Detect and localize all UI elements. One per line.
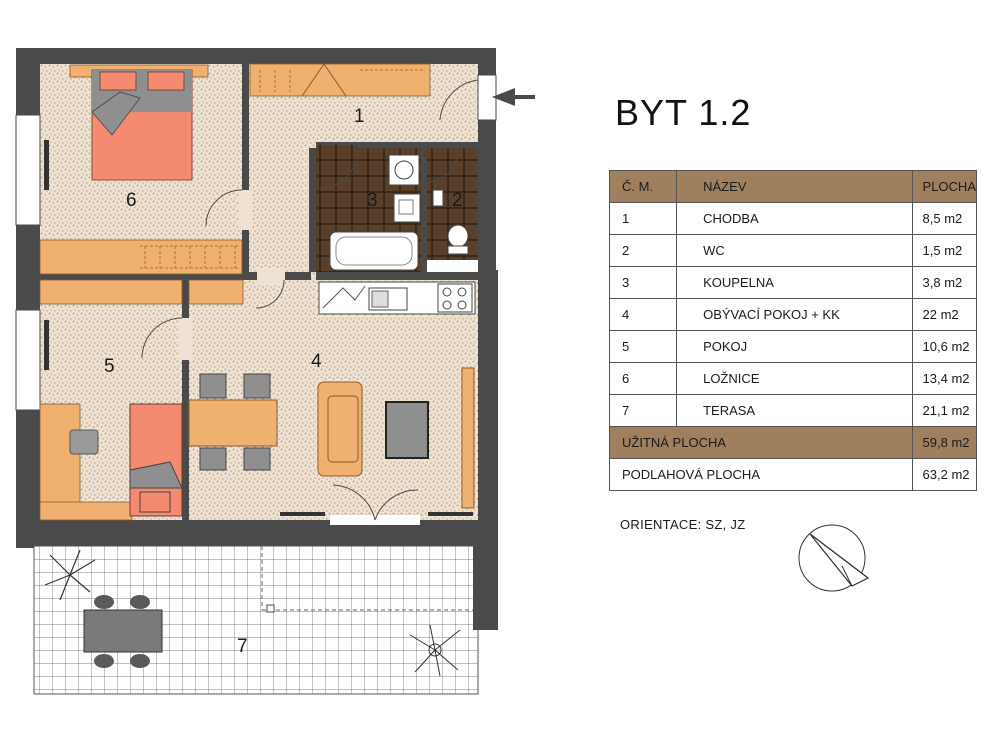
room-label-1: 1 [354, 106, 365, 127]
row-num: 2 [608, 234, 678, 267]
row-num: 7 [608, 394, 678, 427]
floor-area-row: PODLAHOVÁ PLOCHA 63,2 m2 [609, 458, 978, 491]
row-area: 22 m2 [911, 298, 978, 331]
row-area: 10,6 m2 [911, 330, 978, 363]
row-name: OBÝVACÍ POKOJ + KK [676, 298, 913, 331]
header-name: NÁZEV [676, 170, 913, 203]
row-name: KOUPELNA [676, 266, 913, 299]
table-row: 6 LOŽNICE 13,4 m2 [608, 362, 978, 395]
row-name: POKOJ [676, 330, 913, 363]
row-area: 3,8 m2 [911, 266, 978, 299]
row-name: WC [676, 234, 913, 267]
bathroom-fixtures [329, 154, 421, 271]
header-num: Č. M. [608, 170, 678, 203]
room-5-furniture [39, 279, 183, 521]
north-arrow-icon [798, 524, 870, 592]
orientation-label: ORIENTACE: SZ, JZ [620, 517, 746, 532]
floor-area-value: 63,2 m2 [911, 458, 978, 491]
room-label-7: 7 [237, 636, 248, 657]
room-labels: 1 2 3 4 5 6 7 [104, 106, 463, 657]
row-num: 6 [608, 362, 678, 395]
row-name: TERASA [676, 394, 913, 427]
wc-fixtures [427, 189, 478, 272]
room-label-4: 4 [311, 351, 322, 372]
plant-icon [44, 549, 96, 601]
room-table: Č. M. NÁZEV PLOCHA 1 CHODBA 8,5 m2 2 WC … [608, 170, 978, 491]
terrace [33, 545, 498, 695]
kitchen-counter [318, 281, 476, 315]
usable-area-label: UŽITNÁ PLOCHA [609, 426, 913, 459]
row-num: 1 [608, 202, 678, 235]
floor-area-label: PODLAHOVÁ PLOCHA [609, 458, 913, 491]
header-area: PLOCHA [911, 170, 978, 203]
row-area: 8,5 m2 [911, 202, 978, 235]
row-area: 1,5 m2 [911, 234, 978, 267]
room-label-2: 2 [452, 190, 463, 211]
entry-arrow-icon [492, 88, 535, 106]
row-area: 13,4 m2 [911, 362, 978, 395]
table-row: 7 TERASA 21,1 m2 [608, 394, 978, 427]
row-name: CHODBA [676, 202, 913, 235]
usable-area-value: 59,8 m2 [911, 426, 978, 459]
plant-icon [409, 624, 461, 677]
table-row: 4 OBÝVACÍ POKOJ + KK 22 m2 [608, 298, 978, 331]
room-label-3: 3 [367, 190, 378, 211]
bedroom-furniture [39, 64, 243, 275]
row-num: 5 [608, 330, 678, 363]
floor-plan: 1 2 3 4 5 6 7 [15, 48, 535, 695]
row-area: 21,1 m2 [911, 394, 978, 427]
row-num: 3 [608, 266, 678, 299]
table-row: 5 POKOJ 10,6 m2 [608, 330, 978, 363]
table-header: Č. M. NÁZEV PLOCHA [608, 170, 978, 203]
usable-area-row: UŽITNÁ PLOCHA 59,8 m2 [609, 426, 978, 459]
row-num: 4 [608, 298, 678, 331]
apartment-title: BYT 1.2 [615, 92, 752, 133]
room-label-6: 6 [126, 190, 137, 211]
table-row: 1 CHODBA 8,5 m2 [608, 202, 978, 235]
table-row: 2 WC 1,5 m2 [608, 234, 978, 267]
room-label-5: 5 [104, 356, 115, 377]
windows [15, 74, 497, 411]
row-name: LOŽNICE [676, 362, 913, 395]
table-row: 3 KOUPELNA 3,8 m2 [608, 266, 978, 299]
hallway-furniture [249, 63, 431, 97]
living-room-furniture [188, 279, 475, 509]
